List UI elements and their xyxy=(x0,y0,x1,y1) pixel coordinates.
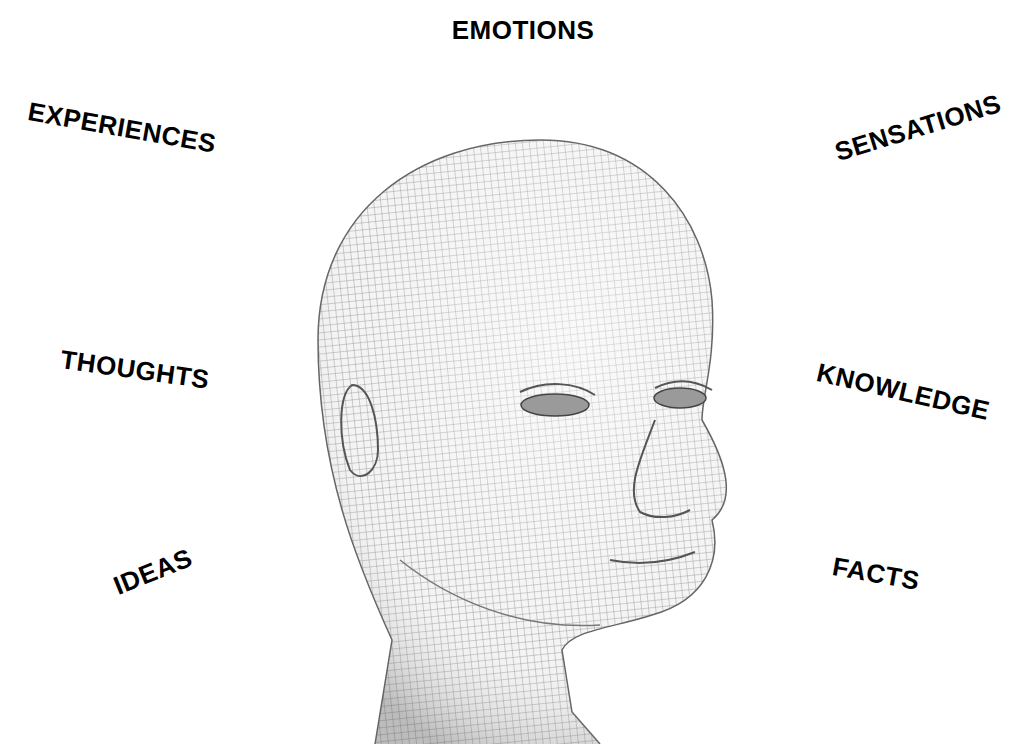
concept-word: FACTS xyxy=(830,551,922,597)
concept-word: EXPERIENCES xyxy=(26,96,219,160)
concept-word: KNOWLEDGE xyxy=(814,357,993,427)
concept-word: EMOTIONS xyxy=(452,15,595,46)
concept-word: SENSATIONS xyxy=(831,88,1005,168)
concept-word: THOUGHTS xyxy=(59,344,212,396)
concept-word: IDEAS xyxy=(109,542,197,601)
